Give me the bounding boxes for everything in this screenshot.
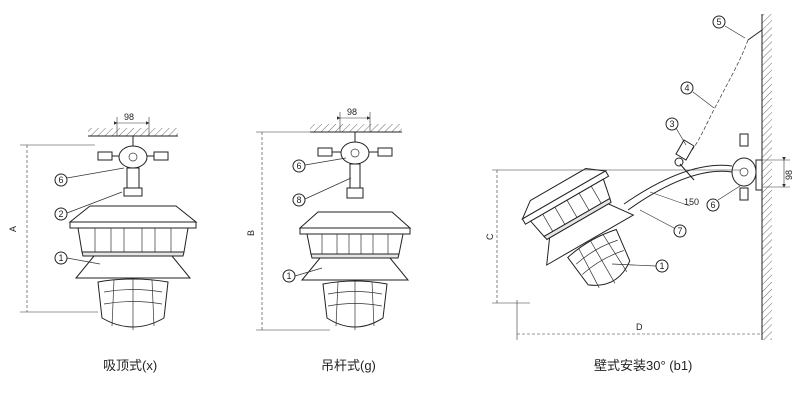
callout-7-wall: 7 [677,226,682,236]
wall-mount-figure: 98 [485,14,794,373]
caption-ceiling: 吸顶式(x) [103,358,157,373]
junction-box-pendant [340,141,370,165]
wire-guard [97,278,169,328]
caption-wall: 壁式安装30° (b1) [594,358,692,373]
wall-hook [747,29,763,41]
pendant-rod [349,163,361,189]
dim-c: C [485,233,495,240]
callout-8-pendant: 8 [296,195,301,205]
callout-6-wall: 6 [710,200,715,210]
dim-150: 150 [684,197,699,207]
callout-1-ceiling: 1 [58,253,63,263]
ceiling-hatch [88,128,178,136]
reflector [74,255,192,279]
dim-98-ceiling: 98 [124,112,134,122]
canopy [68,205,198,223]
junction-box-wall [731,157,757,187]
dim-a: A [8,226,18,232]
callout-3-wall: 3 [669,119,674,129]
mounting-arm [627,170,733,211]
reflector-pendant [300,257,410,281]
dim-d-label: D [636,322,643,332]
callout-6-ceiling: 6 [58,175,63,185]
lamp-body [77,227,189,253]
callout-1-pendant: 1 [286,271,291,281]
pendant-mount-figure: 98 B 6 [246,107,412,373]
dim-b: B [246,230,256,236]
junction-box [118,145,148,169]
ceiling-mount-figure: 98 A [8,112,198,373]
callout-1-wall: 1 [659,261,664,271]
callout-4-wall: 4 [684,83,689,93]
wall-hatch [762,14,772,340]
caption-pendant: 吊杆式(g) [321,358,376,373]
ceiling-hatch-pendant [310,124,402,132]
callout-5-wall: 5 [716,17,721,27]
tilted-lamp [521,168,635,288]
callout-2-ceiling: 2 [58,209,63,219]
wire-guard-pendant [322,280,388,328]
turnbuckle [675,139,695,161]
callout-6-pendant: 6 [296,161,301,171]
chain [691,39,749,151]
dim-98-wall: 98 [784,170,794,180]
dim-98-pendant: 98 [347,107,357,117]
